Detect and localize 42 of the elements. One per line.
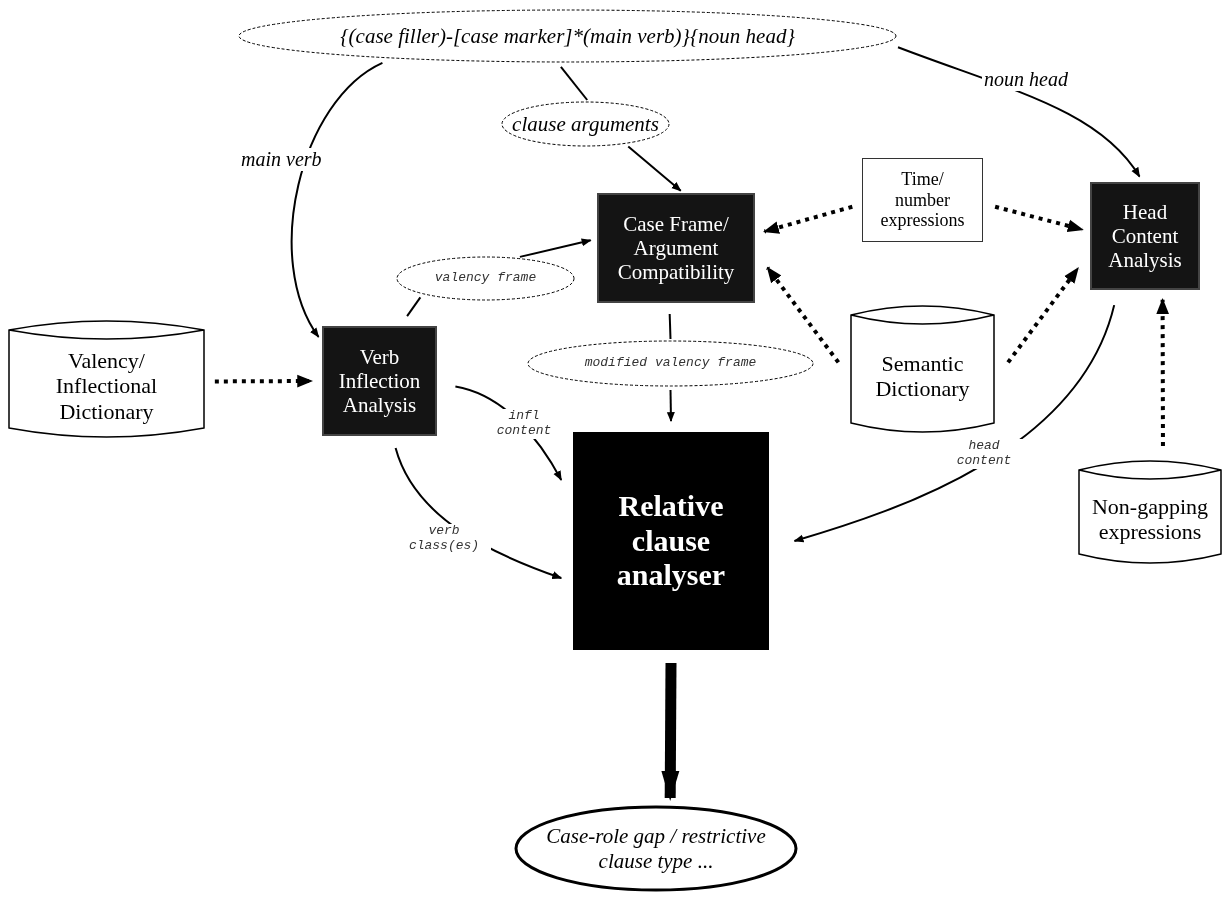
dotted-arrow bbox=[214, 374, 314, 388]
node-label: Case-role gap / restrictive clause type ... bbox=[545, 824, 767, 873]
node-label: Case Frame/ Argument Compatibility bbox=[616, 211, 736, 285]
node-label: clause arguments bbox=[512, 111, 659, 137]
node-label: Semantic Dictionary bbox=[874, 350, 971, 402]
node-label: Time/ number expressions bbox=[879, 168, 966, 232]
database-cylinder bbox=[8, 318, 205, 440]
process-box bbox=[597, 193, 755, 303]
node-label: Verb Inflection Analysis bbox=[337, 344, 422, 418]
output-ellipse bbox=[514, 805, 798, 892]
node-label: Valency/ Inflectional Dictionary bbox=[54, 348, 159, 424]
data-ellipse bbox=[526, 339, 815, 388]
dotted-arrow bbox=[1006, 267, 1080, 364]
node-label: {(case filler)-[case marker]*(main verb)}{noun head} bbox=[340, 23, 795, 49]
connector-line bbox=[668, 313, 672, 340]
arrow bbox=[661, 663, 680, 802]
node-label: modified valency frame bbox=[584, 356, 757, 371]
arrow bbox=[793, 304, 1116, 543]
database-cylinder bbox=[1078, 458, 1222, 566]
dotted-arrow bbox=[766, 266, 840, 364]
edge-label: main verb bbox=[239, 148, 324, 171]
process-box bbox=[1090, 182, 1200, 290]
arrow bbox=[290, 61, 384, 338]
node-label: valency frame bbox=[434, 271, 537, 286]
process-box bbox=[322, 326, 437, 436]
arrow bbox=[518, 238, 592, 258]
node-label: Relative clause analyser bbox=[615, 489, 727, 593]
database-cylinder bbox=[850, 303, 995, 435]
dotted-arrow bbox=[994, 204, 1084, 233]
resource-box bbox=[862, 158, 983, 242]
arrow bbox=[627, 145, 682, 192]
arrow bbox=[666, 388, 675, 423]
data-ellipse bbox=[500, 100, 671, 148]
node-label: Head Content Analysis bbox=[1107, 199, 1183, 273]
connector-line bbox=[406, 296, 422, 318]
node-label: Non-gapping expressions bbox=[1090, 493, 1210, 545]
process-box bbox=[573, 432, 769, 650]
dotted-arrow bbox=[762, 204, 853, 234]
dotted-arrow bbox=[1156, 298, 1170, 447]
connector-line bbox=[559, 65, 589, 101]
data-ellipse bbox=[395, 255, 576, 302]
data-ellipse bbox=[237, 8, 898, 64]
